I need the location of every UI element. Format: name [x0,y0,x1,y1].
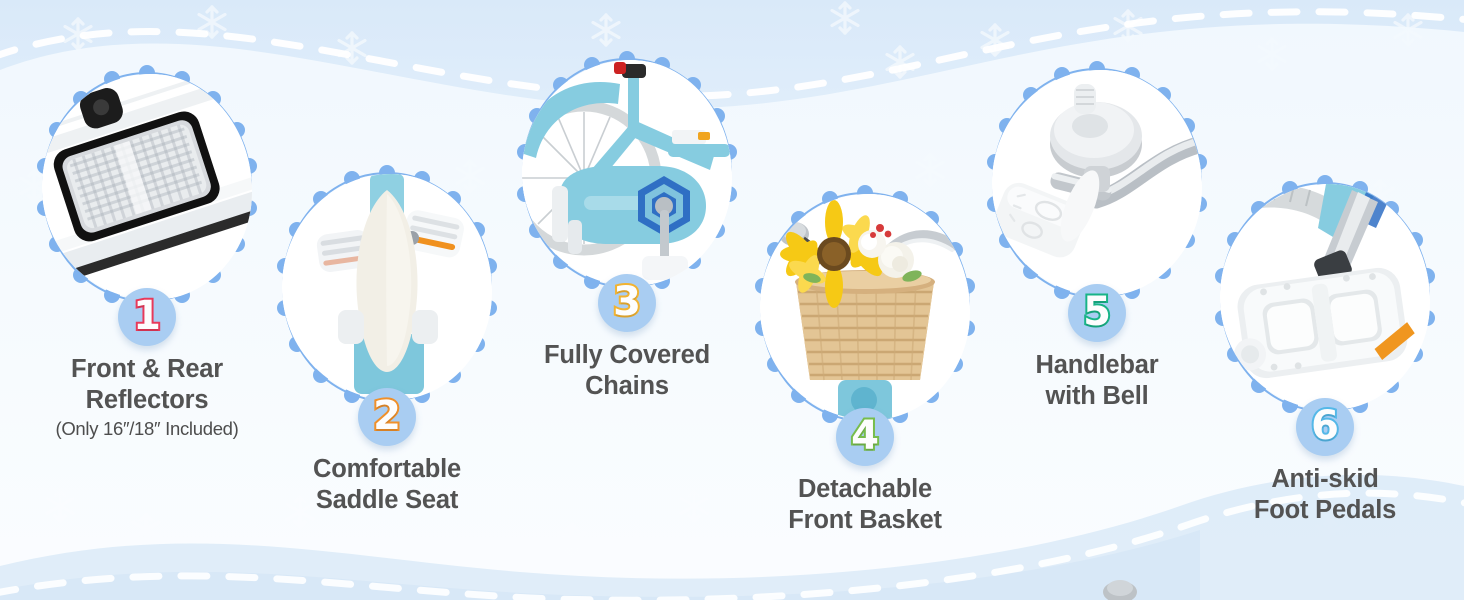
photo-bubble-6 [1206,172,1444,422]
badge-1: 1 [118,288,176,346]
feature-caption-2: Comfortable Saddle Seat [262,454,512,516]
feature-image-3 [522,60,732,286]
feature-title-line2-6: Foot Pedals [1253,496,1397,525]
feature-title-line1-3: Fully Covered [543,341,711,369]
badge-2: 2 [358,388,416,446]
feature-title-line1-1: Front & Rear [70,355,224,383]
photo-bubble-1 [28,62,266,312]
feature-title-line2-3: Chains [585,372,669,401]
feature-title-line1-4: Detachable [797,475,933,503]
bottom-dashed-line [0,489,1464,600]
feature-item-fully-covered-chains[interactable]: 3 Fully Covered Chains [502,48,752,402]
badge-4: 4 [836,408,894,466]
feature-item-comfortable-saddle-seat[interactable]: 2 Comfortable Saddle Seat [262,162,512,516]
photo-bubble-3 [508,48,746,298]
feature-item-detachable-front-basket[interactable]: 4 Detachable Front Basket [740,182,990,536]
badge-3: 3 [598,274,656,332]
feature-image-5 [992,70,1202,296]
feature-item-handlebar-with-bell[interactable]: 5 Handlebar with Bell [972,58,1222,412]
badge-5: 5 [1068,284,1126,342]
feature-image-1 [42,74,252,300]
feature-title-line1-2: Comfortable [313,455,461,483]
photo-bubble-4 [746,182,984,432]
feature-image-4 [760,194,970,420]
badge-number-5: 5 [1081,289,1113,335]
feature-note-1: (Only 16″/18″ Included) [55,418,239,440]
feature-title-line2-5: with Bell [1045,382,1149,411]
feature-item-anti-skid-foot-pedals[interactable]: 6 Anti-skid Foot Pedals [1200,172,1450,526]
feature-caption-6: Anti-skid Foot Pedals [1200,464,1450,526]
feature-item-front-rear-reflectors[interactable]: 1 Front & Rear Reflectors (Only 16″/18″ … [22,62,272,441]
feature-title-line2-1: Reflectors [85,386,209,415]
badge-number-2: 2 [371,393,403,439]
badge-number-4: 4 [849,413,881,459]
feature-title-line2-2: Saddle Seat [315,486,459,515]
feature-title-line1-6: Anti-skid [1271,465,1379,493]
feature-caption-5: Handlebar with Bell [972,350,1222,412]
photo-bubble-2 [268,162,506,412]
photo-bubble-5 [978,58,1216,308]
feature-caption-3: Fully Covered Chains [502,340,752,402]
feature-title-line1-5: Handlebar [1035,351,1159,379]
bottom-small-object [1103,580,1137,600]
feature-caption-1: Front & Rear Reflectors (Only 16″/18″ In… [22,354,272,441]
badge-number-1: 1 [131,293,163,339]
badge-number-6: 6 [1309,403,1341,449]
feature-title-line2-4: Front Basket [788,506,942,535]
feature-caption-4: Detachable Front Basket [740,474,990,536]
badge-number-3: 3 [611,279,643,325]
feature-image-2 [282,174,492,400]
badge-6: 6 [1296,398,1354,456]
feature-image-6 [1220,184,1430,410]
